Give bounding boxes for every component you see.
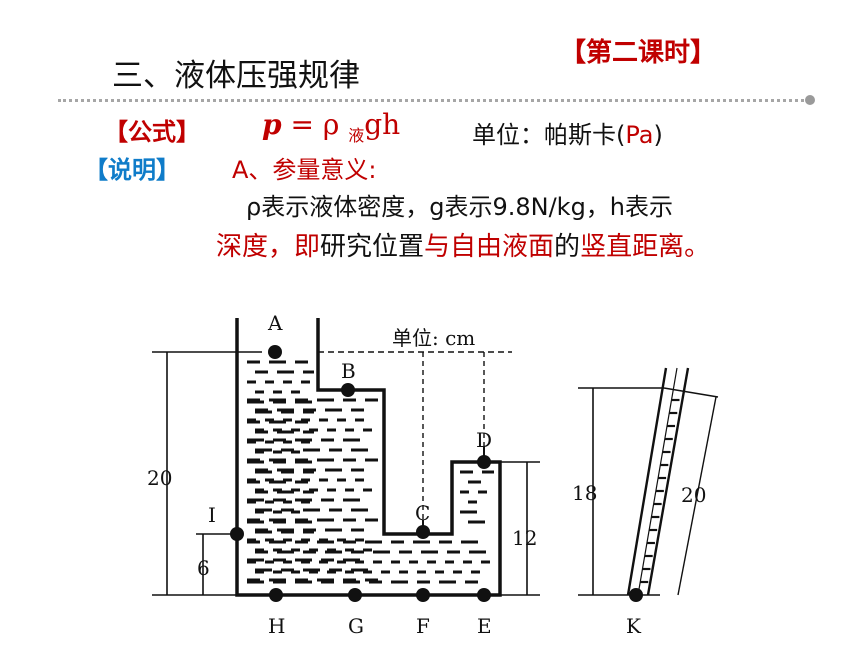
formula-liquid-subscript: 液 — [348, 126, 365, 145]
tube-vertical-label: 18 — [572, 481, 597, 505]
point-d-label: D — [476, 428, 492, 452]
divider-end-dot — [805, 95, 815, 105]
unit-symbol: Pa — [625, 121, 654, 149]
point-g-label: G — [348, 614, 364, 638]
dim-left-label: 20 — [147, 466, 172, 490]
tube-inner-line — [637, 367, 678, 596]
figure-unit-label: 单位: cm — [392, 326, 475, 350]
formula-p: p — [262, 108, 282, 141]
container-outline — [235, 318, 502, 597]
lesson-tag: 【第二课时】 — [560, 38, 717, 68]
dim-i-label: 6 — [197, 556, 210, 580]
formula-equals-rho: = ρ — [281, 108, 349, 141]
tube-right-wall — [646, 367, 690, 596]
point-d-dot — [477, 455, 491, 469]
line2-vertical-distance: 竖直距离。 — [580, 232, 711, 262]
point-i-dot — [230, 527, 244, 541]
line2-of: 的 — [554, 232, 581, 262]
point-f-dot — [416, 588, 430, 602]
point-h-dot — [269, 588, 283, 602]
point-c-label: C — [415, 501, 430, 525]
explanation-line-2: 深度，即研究位置与自由液面的竖直距离。 — [216, 226, 710, 263]
dotted-divider — [58, 99, 810, 102]
line2-position: 研究位置 — [320, 232, 425, 262]
point-i-label: I — [208, 503, 216, 527]
explanation-line-1: ρ表示液体密度，g表示9.8N/kg，h表示 — [246, 193, 674, 221]
point-e-dot — [477, 588, 491, 602]
slide-title: 三、液体压强规律 — [112, 58, 360, 94]
point-a-heading: A、参量意义: — [232, 156, 377, 184]
liquid-hatching — [247, 360, 494, 584]
point-b-label: B — [341, 359, 356, 383]
tube-liquid-hatching — [640, 398, 680, 584]
pressure-formula: p = ρ 液gh — [262, 108, 400, 146]
tube-slant-dim-top — [663, 387, 719, 398]
point-k-label: K — [626, 614, 642, 638]
unit-label: 单位：帕斯卡( — [472, 121, 626, 149]
point-b-dot — [341, 383, 355, 397]
note-tag: 【说明】 — [84, 156, 180, 184]
point-e-label: E — [477, 614, 492, 638]
point-a-label: A — [267, 311, 283, 335]
line2-depth: 深度，即 — [216, 232, 321, 262]
tube-left-wall — [626, 367, 668, 596]
unit-close: ) — [653, 121, 663, 149]
formula-gh: gh — [364, 108, 401, 141]
point-k-dot — [629, 588, 643, 602]
point-h-label: H — [268, 614, 285, 638]
point-g-dot — [348, 588, 362, 602]
container-diagram: 20 6 12 单位: cm A B C D I H G F E — [147, 311, 719, 638]
point-a-dot — [268, 345, 282, 359]
dim-right-label: 12 — [512, 526, 537, 550]
formula-tag: 【公式】 — [104, 118, 200, 146]
point-f-label: F — [416, 614, 430, 638]
line2-free-surface: 与自由液面 — [424, 232, 555, 262]
tube-slant-label: 20 — [681, 483, 706, 507]
unit-text: 单位：帕斯卡(Pa) — [472, 115, 663, 150]
tube-slant-dim — [677, 396, 717, 596]
point-c-dot — [416, 525, 430, 539]
